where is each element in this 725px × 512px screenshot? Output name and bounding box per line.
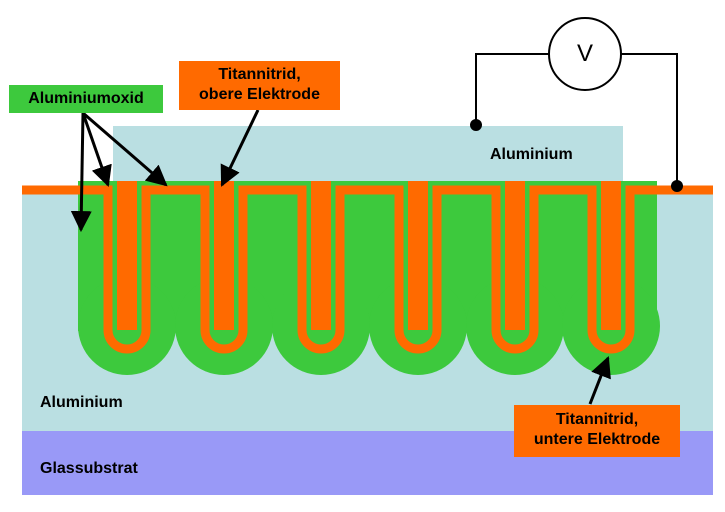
voltmeter-label: V — [576, 40, 593, 67]
label-tin-lower-electrode: Titannitrid, untere Elektrode — [514, 405, 680, 457]
voltmeter-symbol — [548, 17, 622, 91]
arrow-tin-bottom — [588, 356, 611, 405]
arrow-oxide-1 — [81, 112, 112, 187]
label-aluminum-oxide: Aluminiumoxid — [9, 85, 163, 113]
contact-dot-right — [671, 180, 683, 192]
label-glass-substrate: Glassubstrat — [40, 460, 138, 477]
arrow-oxide-3 — [70, 112, 92, 233]
label-aluminum-top: Aluminium — [490, 146, 573, 163]
aluminum-top-layer — [113, 126, 623, 184]
contact-dot-top — [470, 119, 482, 131]
voltmeter-circuit — [475, 53, 678, 186]
arrow-oxide-2 — [82, 111, 168, 187]
arrow-tin-top — [220, 109, 260, 187]
pointer-arrows — [70, 109, 611, 405]
tin-lower-electrode — [22, 185, 713, 354]
tin-upper-electrode — [117, 181, 621, 330]
label-tin-upper-electrode: Titannitrid, obere Elektrode — [179, 61, 340, 110]
label-aluminum-bottom: Aluminium — [40, 394, 123, 411]
